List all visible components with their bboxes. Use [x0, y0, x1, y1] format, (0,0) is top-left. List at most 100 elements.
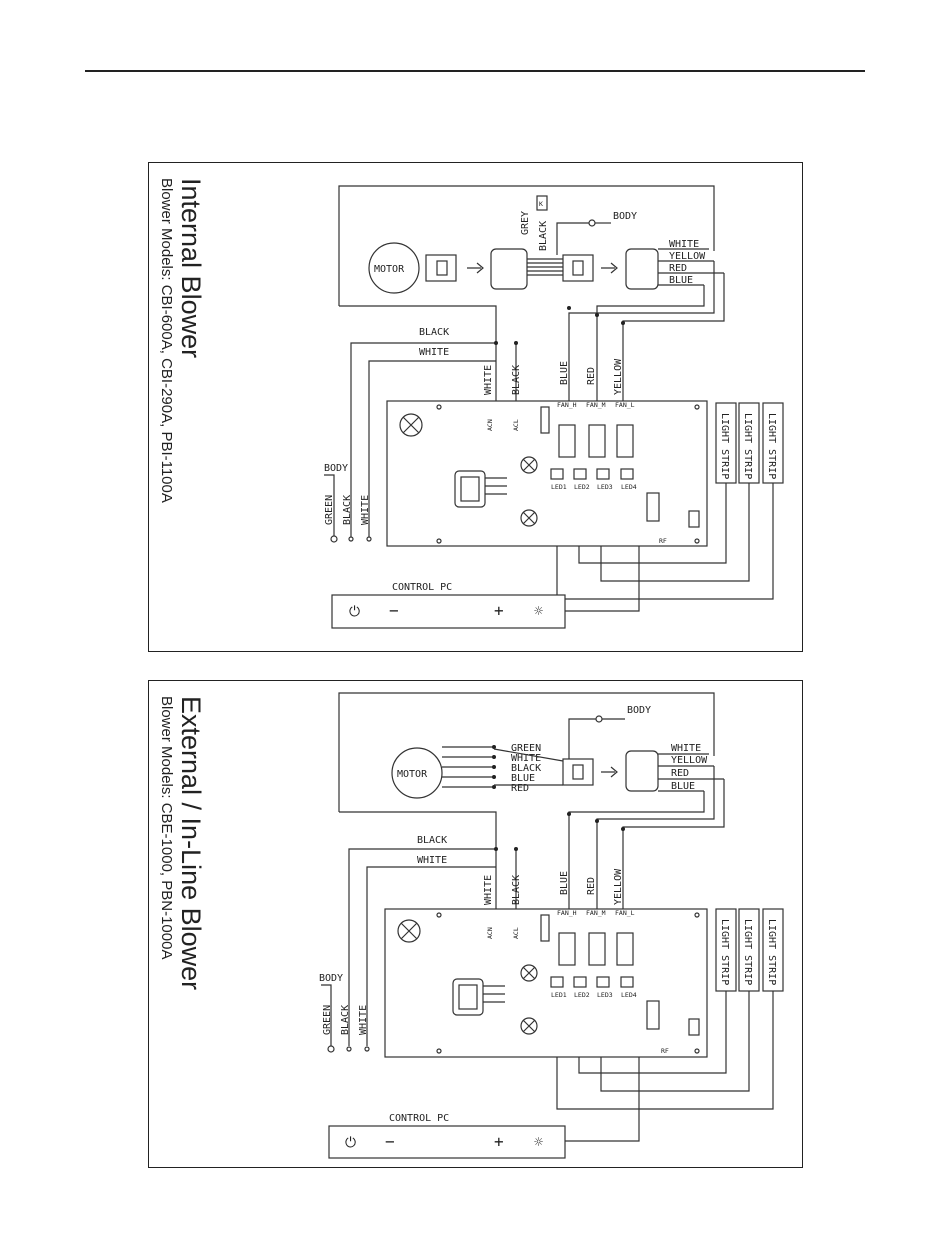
rf-module [688, 510, 700, 528]
svg-text:BLACK: BLACK [511, 763, 541, 774]
svg-text:LED1: LED1 [551, 991, 567, 999]
svg-text:LIGHT STRIP: LIGHT STRIP [742, 413, 753, 479]
internal-blower-wiring-diagram: Internal Blower Blower Models: CBI-600A,… [158, 178, 784, 629]
supply-white-wire [366, 866, 496, 1046]
svg-text:BLUE: BLUE [671, 781, 695, 792]
svg-text:BLUE: BLUE [559, 361, 570, 385]
svg-text:ACN: ACN [486, 419, 494, 431]
svg-text:ACL: ACL [512, 419, 520, 431]
motor-symbol [391, 747, 443, 799]
ground-icon [595, 715, 603, 723]
outer-loop-wire [338, 185, 715, 306]
svg-text:WHITE: WHITE [360, 495, 371, 525]
body-label: BODY [613, 211, 637, 222]
svg-text:WHITE: WHITE [671, 743, 701, 754]
strip-wire-3 [556, 991, 774, 1110]
relay-high [558, 932, 576, 966]
svg-text:LIGHT STRIP: LIGHT STRIP [719, 413, 730, 479]
led-connector [596, 468, 610, 480]
svg-text:BLACK: BLACK [511, 875, 522, 905]
yellow-wire [568, 261, 715, 403]
arrow-icon [601, 766, 618, 778]
minus-icon: − [385, 1132, 395, 1151]
svg-text:LED2: LED2 [574, 991, 590, 999]
relay-low [616, 932, 634, 966]
red-wire [596, 766, 715, 911]
motor-label: MOTOR [397, 769, 428, 780]
svg-text:GREEN: GREEN [324, 495, 335, 525]
ground-body-label: BODY [319, 973, 343, 984]
svg-text:BLUE: BLUE [559, 871, 570, 895]
minus-icon: − [389, 601, 399, 620]
supply-black-wire [348, 848, 496, 1046]
svg-text:YELLOW: YELLOW [671, 755, 708, 766]
motor-symbol [368, 242, 420, 294]
led-connector [620, 976, 634, 988]
svg-text:ACN: ACN [486, 927, 494, 939]
svg-text:BLACK: BLACK [511, 365, 522, 395]
svg-text:GREY: GREY [520, 211, 531, 235]
header-pins [646, 1000, 660, 1030]
internal-blower-panel: Internal Blower Blower Models: CBI-600A,… [148, 162, 803, 652]
control-cable [565, 546, 640, 612]
strip-wire-2 [600, 483, 750, 582]
yellow-wire [622, 779, 725, 911]
supply-black-wire [350, 342, 496, 538]
svg-text:WHITE: WHITE [358, 1005, 369, 1035]
diagram-subtitle: Blower Models: CBI-600A, CBI-290A, PBI-1… [158, 178, 175, 503]
light-icon: ☼ [534, 1133, 544, 1151]
harness-plug [562, 758, 594, 786]
blue-wire [596, 285, 705, 403]
supply-white-wire [368, 360, 496, 538]
body-label: BODY [627, 705, 651, 716]
svg-text:RED: RED [586, 877, 597, 895]
control-panel [331, 594, 566, 629]
ground-body-label: BODY [324, 463, 348, 474]
led-connector [550, 976, 564, 988]
svg-text:WHITE: WHITE [483, 875, 494, 905]
svg-text:WHITE: WHITE [417, 855, 447, 866]
external-blower-wiring-diagram: External / In-Line Blower Blower Models:… [158, 692, 784, 1159]
svg-text:K: K [539, 200, 543, 208]
svg-text:LIGHT STRIP: LIGHT STRIP [742, 919, 753, 985]
svg-text:FAN_L: FAN_L [615, 401, 635, 409]
header-rule [85, 70, 865, 72]
svg-text:BLACK: BLACK [340, 1005, 351, 1035]
svg-text:FAN_M: FAN_M [586, 401, 606, 409]
strip-wire-2 [600, 991, 750, 1092]
diagram-title: External / In-Line Blower [176, 696, 206, 990]
svg-text:LED4: LED4 [621, 991, 637, 999]
diagram-subtitle: Blower Models: CBE-1000, PBN-1000A [158, 696, 175, 959]
control-board [384, 908, 708, 1058]
relay-mid [588, 932, 606, 966]
arrow-icon [467, 262, 484, 274]
ground-icon [588, 219, 596, 227]
svg-text:RED: RED [669, 263, 687, 274]
relay-mid [588, 424, 606, 458]
svg-text:YELLOW: YELLOW [613, 868, 624, 905]
power-icon: ⏻ [349, 604, 360, 620]
svg-text:RF: RF [661, 1047, 669, 1055]
header-pins [646, 492, 660, 522]
svg-text:RED: RED [511, 783, 529, 794]
control-pc-label: CONTROL PC [389, 1113, 449, 1124]
svg-text:BLUE: BLUE [511, 773, 535, 784]
svg-text:BLACK: BLACK [342, 495, 353, 525]
svg-text:WHITE: WHITE [669, 239, 699, 250]
svg-text:FAN_H: FAN_H [557, 909, 577, 917]
control-panel [328, 1125, 566, 1159]
motor-label: MOTOR [374, 264, 405, 275]
svg-text:RF: RF [659, 537, 667, 545]
svg-text:ACL: ACL [512, 927, 520, 939]
led-connector [573, 468, 587, 480]
arrow-icon [601, 262, 618, 274]
led-connector [620, 468, 634, 480]
svg-text:FAN_H: FAN_H [557, 401, 577, 409]
svg-text:GREEN: GREEN [511, 743, 541, 754]
svg-text:GREEN: GREEN [322, 1005, 333, 1035]
svg-text:LED2: LED2 [574, 483, 590, 491]
red-wire-loop [622, 273, 725, 403]
capacitor-box [536, 195, 548, 211]
harness-connector [625, 248, 659, 290]
svg-text:RED: RED [586, 367, 597, 385]
